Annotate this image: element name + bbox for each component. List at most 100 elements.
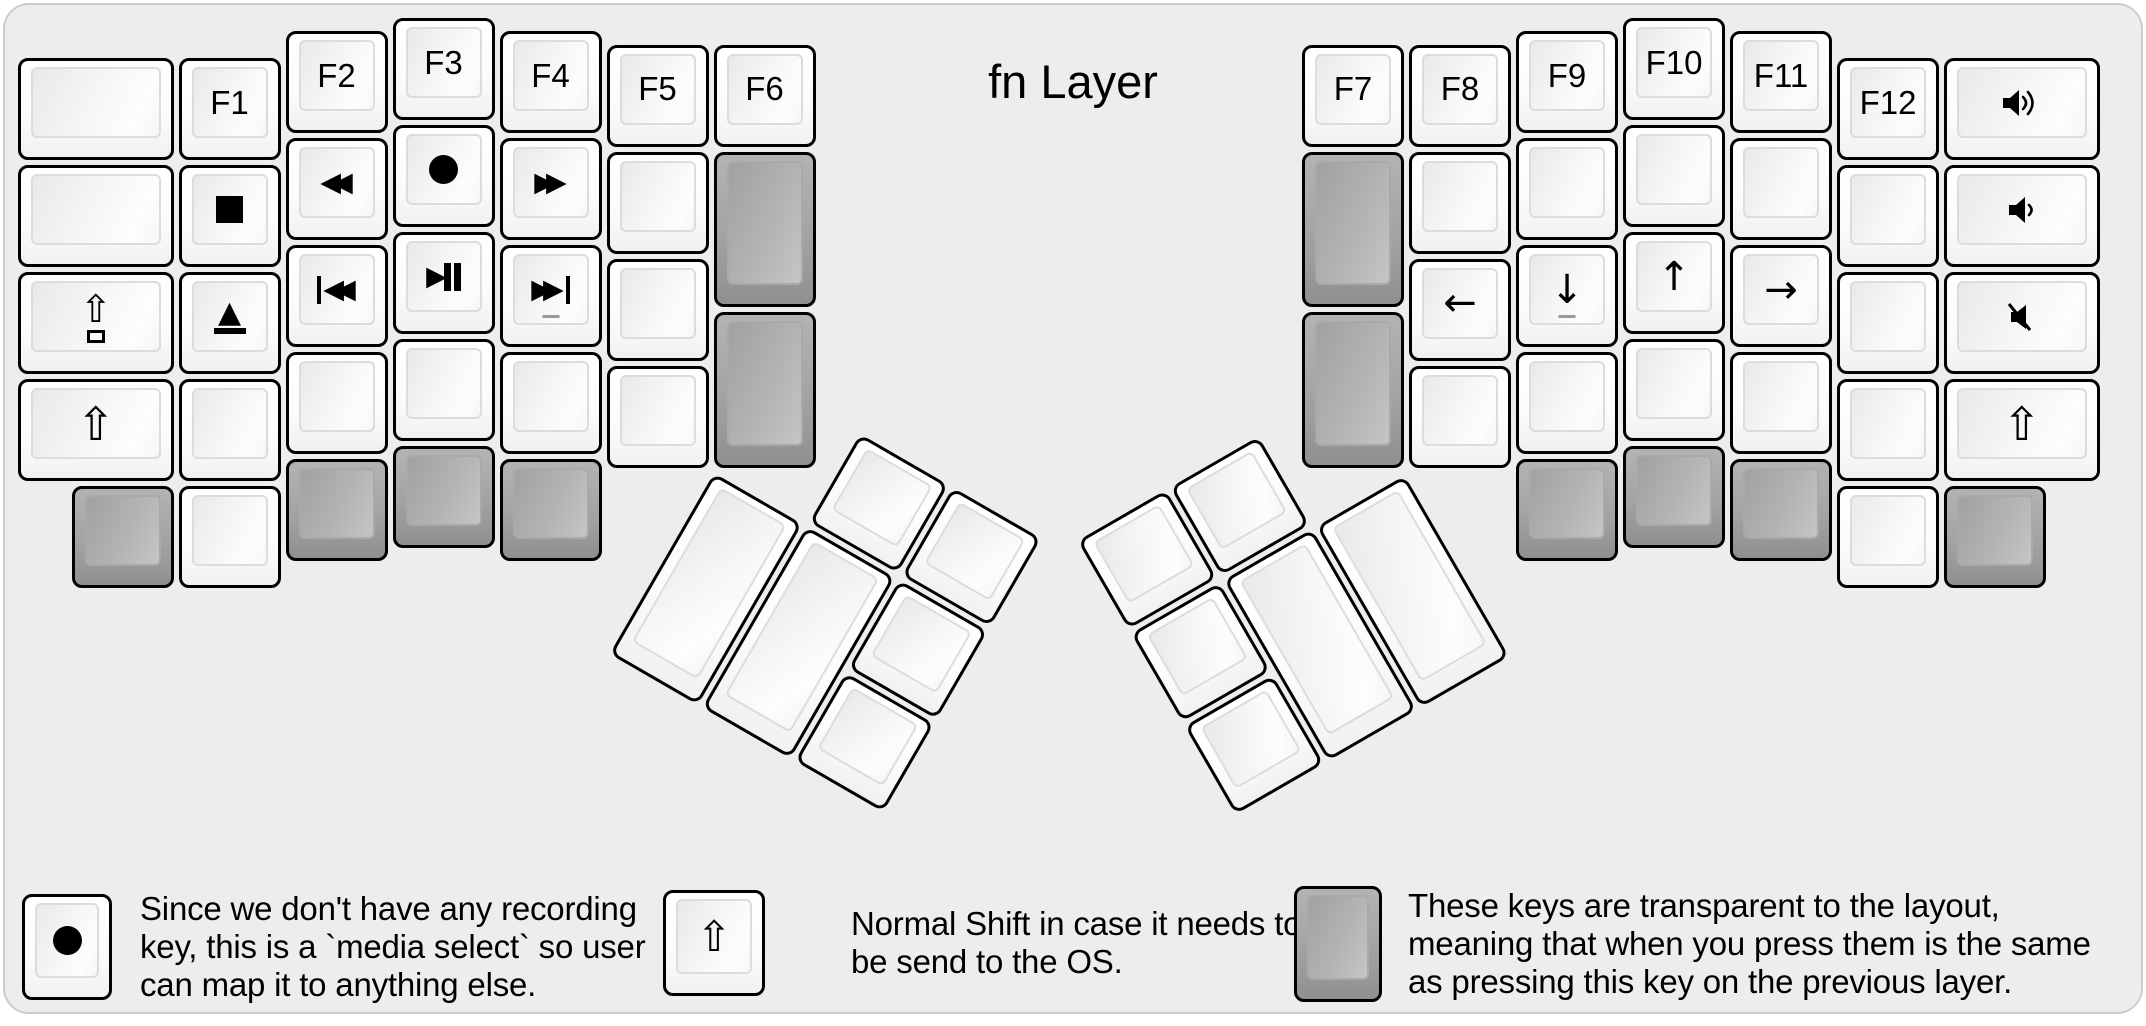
- key-transparent[interactable]: [713, 312, 816, 468]
- key-record[interactable]: [392, 125, 495, 227]
- key-shift[interactable]: ⇧: [18, 379, 174, 482]
- key-transparent[interactable]: [1730, 459, 1832, 562]
- key-f8[interactable]: F8: [1409, 44, 1511, 147]
- key-blank[interactable]: [285, 352, 388, 455]
- arrow-right-icon: →: [1764, 266, 1798, 313]
- transparent-sample-key: [1294, 886, 1382, 1002]
- key-blank[interactable]: [1730, 138, 1832, 241]
- key-transparent[interactable]: [499, 459, 602, 562]
- shift-icon: ⇧: [696, 911, 732, 961]
- key-label: F3: [424, 43, 463, 81]
- key-transparent[interactable]: [1516, 459, 1618, 562]
- key-volume-up[interactable]: [1944, 58, 2100, 161]
- key-arrow-left[interactable]: ←: [1409, 258, 1511, 361]
- key-label: F4: [531, 56, 570, 94]
- legend-text-transparent: These keys are transparent to the layout…: [1408, 887, 2091, 1000]
- key-transparent[interactable]: [1302, 312, 1404, 468]
- rewind-icon: ◀◀: [320, 167, 352, 199]
- key-next-track[interactable]: ▶▶: [499, 245, 602, 348]
- key-blank[interactable]: [1409, 151, 1511, 254]
- key-label: F10: [1645, 43, 1703, 81]
- key-eject[interactable]: ▲: [178, 272, 281, 375]
- key-play-pause[interactable]: ▶: [392, 232, 495, 334]
- key-blank[interactable]: [606, 365, 709, 468]
- key-transparent[interactable]: [1302, 151, 1404, 308]
- eject-icon: ▲: [213, 297, 246, 334]
- key-fast-forward[interactable]: ▶▶: [499, 138, 602, 241]
- key-f6[interactable]: F6: [713, 44, 816, 147]
- key-transparent[interactable]: [285, 459, 388, 562]
- key-blank[interactable]: [606, 151, 709, 254]
- key-transparent[interactable]: [1944, 486, 2046, 589]
- key-f12[interactable]: F12: [1837, 58, 1939, 161]
- key-f5[interactable]: F5: [606, 44, 709, 147]
- key-transparent[interactable]: [71, 486, 174, 589]
- key-blank[interactable]: [392, 339, 495, 441]
- key-volume-down[interactable]: [1944, 165, 2100, 268]
- key-f1[interactable]: F1: [178, 58, 281, 161]
- key-label: F6: [745, 70, 784, 108]
- key-blank[interactable]: [606, 258, 709, 361]
- key-label: F5: [638, 70, 677, 108]
- volume-up-icon: [2001, 87, 2043, 119]
- key-blank[interactable]: [178, 486, 281, 589]
- key-blank[interactable]: [499, 352, 602, 455]
- legend-item-transparent: These keys are transparent to the layout…: [1294, 886, 2120, 1002]
- key-label: F7: [1333, 70, 1373, 108]
- key-transparent[interactable]: [1623, 446, 1725, 548]
- legend-text-media-select: Since we don't have any recording key, t…: [140, 890, 646, 1003]
- key-arrow-up[interactable]: ↑: [1623, 232, 1725, 334]
- caps-lock-icon: ⇧: [80, 290, 112, 344]
- key-blank[interactable]: [1516, 138, 1618, 241]
- key-f10[interactable]: F10: [1623, 18, 1725, 120]
- key-rewind[interactable]: ◀◀: [285, 138, 388, 241]
- key-blank[interactable]: [1837, 165, 1939, 268]
- fast-forward-icon: ▶▶: [534, 167, 566, 199]
- key-transparent[interactable]: [392, 446, 495, 548]
- key-label: F8: [1440, 70, 1480, 108]
- key-blank[interactable]: [1623, 339, 1725, 441]
- legend-item-shift: ⇧ Normal Shift in case it needs to be se…: [663, 890, 1313, 996]
- shift-icon: ⇧: [76, 396, 116, 451]
- key-blank[interactable]: [18, 165, 174, 268]
- sub-dash: [1558, 315, 1576, 319]
- key-blank[interactable]: [1623, 125, 1725, 227]
- record-icon: [429, 155, 458, 184]
- key-f4[interactable]: F4: [499, 31, 602, 134]
- volume-down-icon: [2001, 194, 2043, 226]
- key-caps-lock[interactable]: ⇧: [18, 272, 174, 375]
- key-blank[interactable]: [18, 58, 174, 161]
- key-label: F11: [1753, 56, 1809, 94]
- key-blank[interactable]: [1516, 352, 1618, 455]
- shift-icon: ⇧: [2002, 396, 2042, 451]
- key-f3[interactable]: F3: [392, 18, 495, 120]
- arrow-down-icon: ↓: [1550, 266, 1584, 313]
- key-blank[interactable]: [1409, 365, 1511, 468]
- key-transparent[interactable]: [713, 151, 816, 308]
- legend-text-shift: Normal Shift in case it needs to be send…: [851, 905, 1302, 980]
- key-blank[interactable]: [1837, 272, 1939, 375]
- next-track-icon: ▶▶: [531, 275, 570, 304]
- record-icon: [52, 926, 82, 955]
- key-blank[interactable]: [1730, 352, 1832, 455]
- prev-track-icon: ◀◀: [317, 275, 356, 304]
- legend-item-media-select: Since we don't have any recording key, t…: [22, 890, 688, 1004]
- arrow-left-icon: ←: [1443, 280, 1477, 327]
- key-f9[interactable]: F9: [1516, 31, 1618, 134]
- key-stop[interactable]: [178, 165, 281, 268]
- key-shift[interactable]: ⇧: [1944, 379, 2100, 482]
- key-volume-mute[interactable]: [1944, 272, 2100, 375]
- page-title: fn Layer: [988, 55, 1158, 108]
- key-arrow-down[interactable]: ↓: [1516, 245, 1618, 348]
- key-prev-track[interactable]: ◀◀: [285, 245, 388, 348]
- key-f7[interactable]: F7: [1302, 44, 1404, 147]
- key-label: F2: [317, 56, 356, 94]
- stop-icon: [216, 196, 243, 224]
- key-blank[interactable]: [178, 379, 281, 482]
- key-f11[interactable]: F11: [1730, 31, 1832, 134]
- key-blank[interactable]: [1837, 379, 1939, 482]
- key-f2[interactable]: F2: [285, 31, 388, 134]
- key-blank[interactable]: [1837, 486, 1939, 589]
- key-label: F1: [210, 83, 249, 121]
- key-arrow-right[interactable]: →: [1730, 245, 1832, 348]
